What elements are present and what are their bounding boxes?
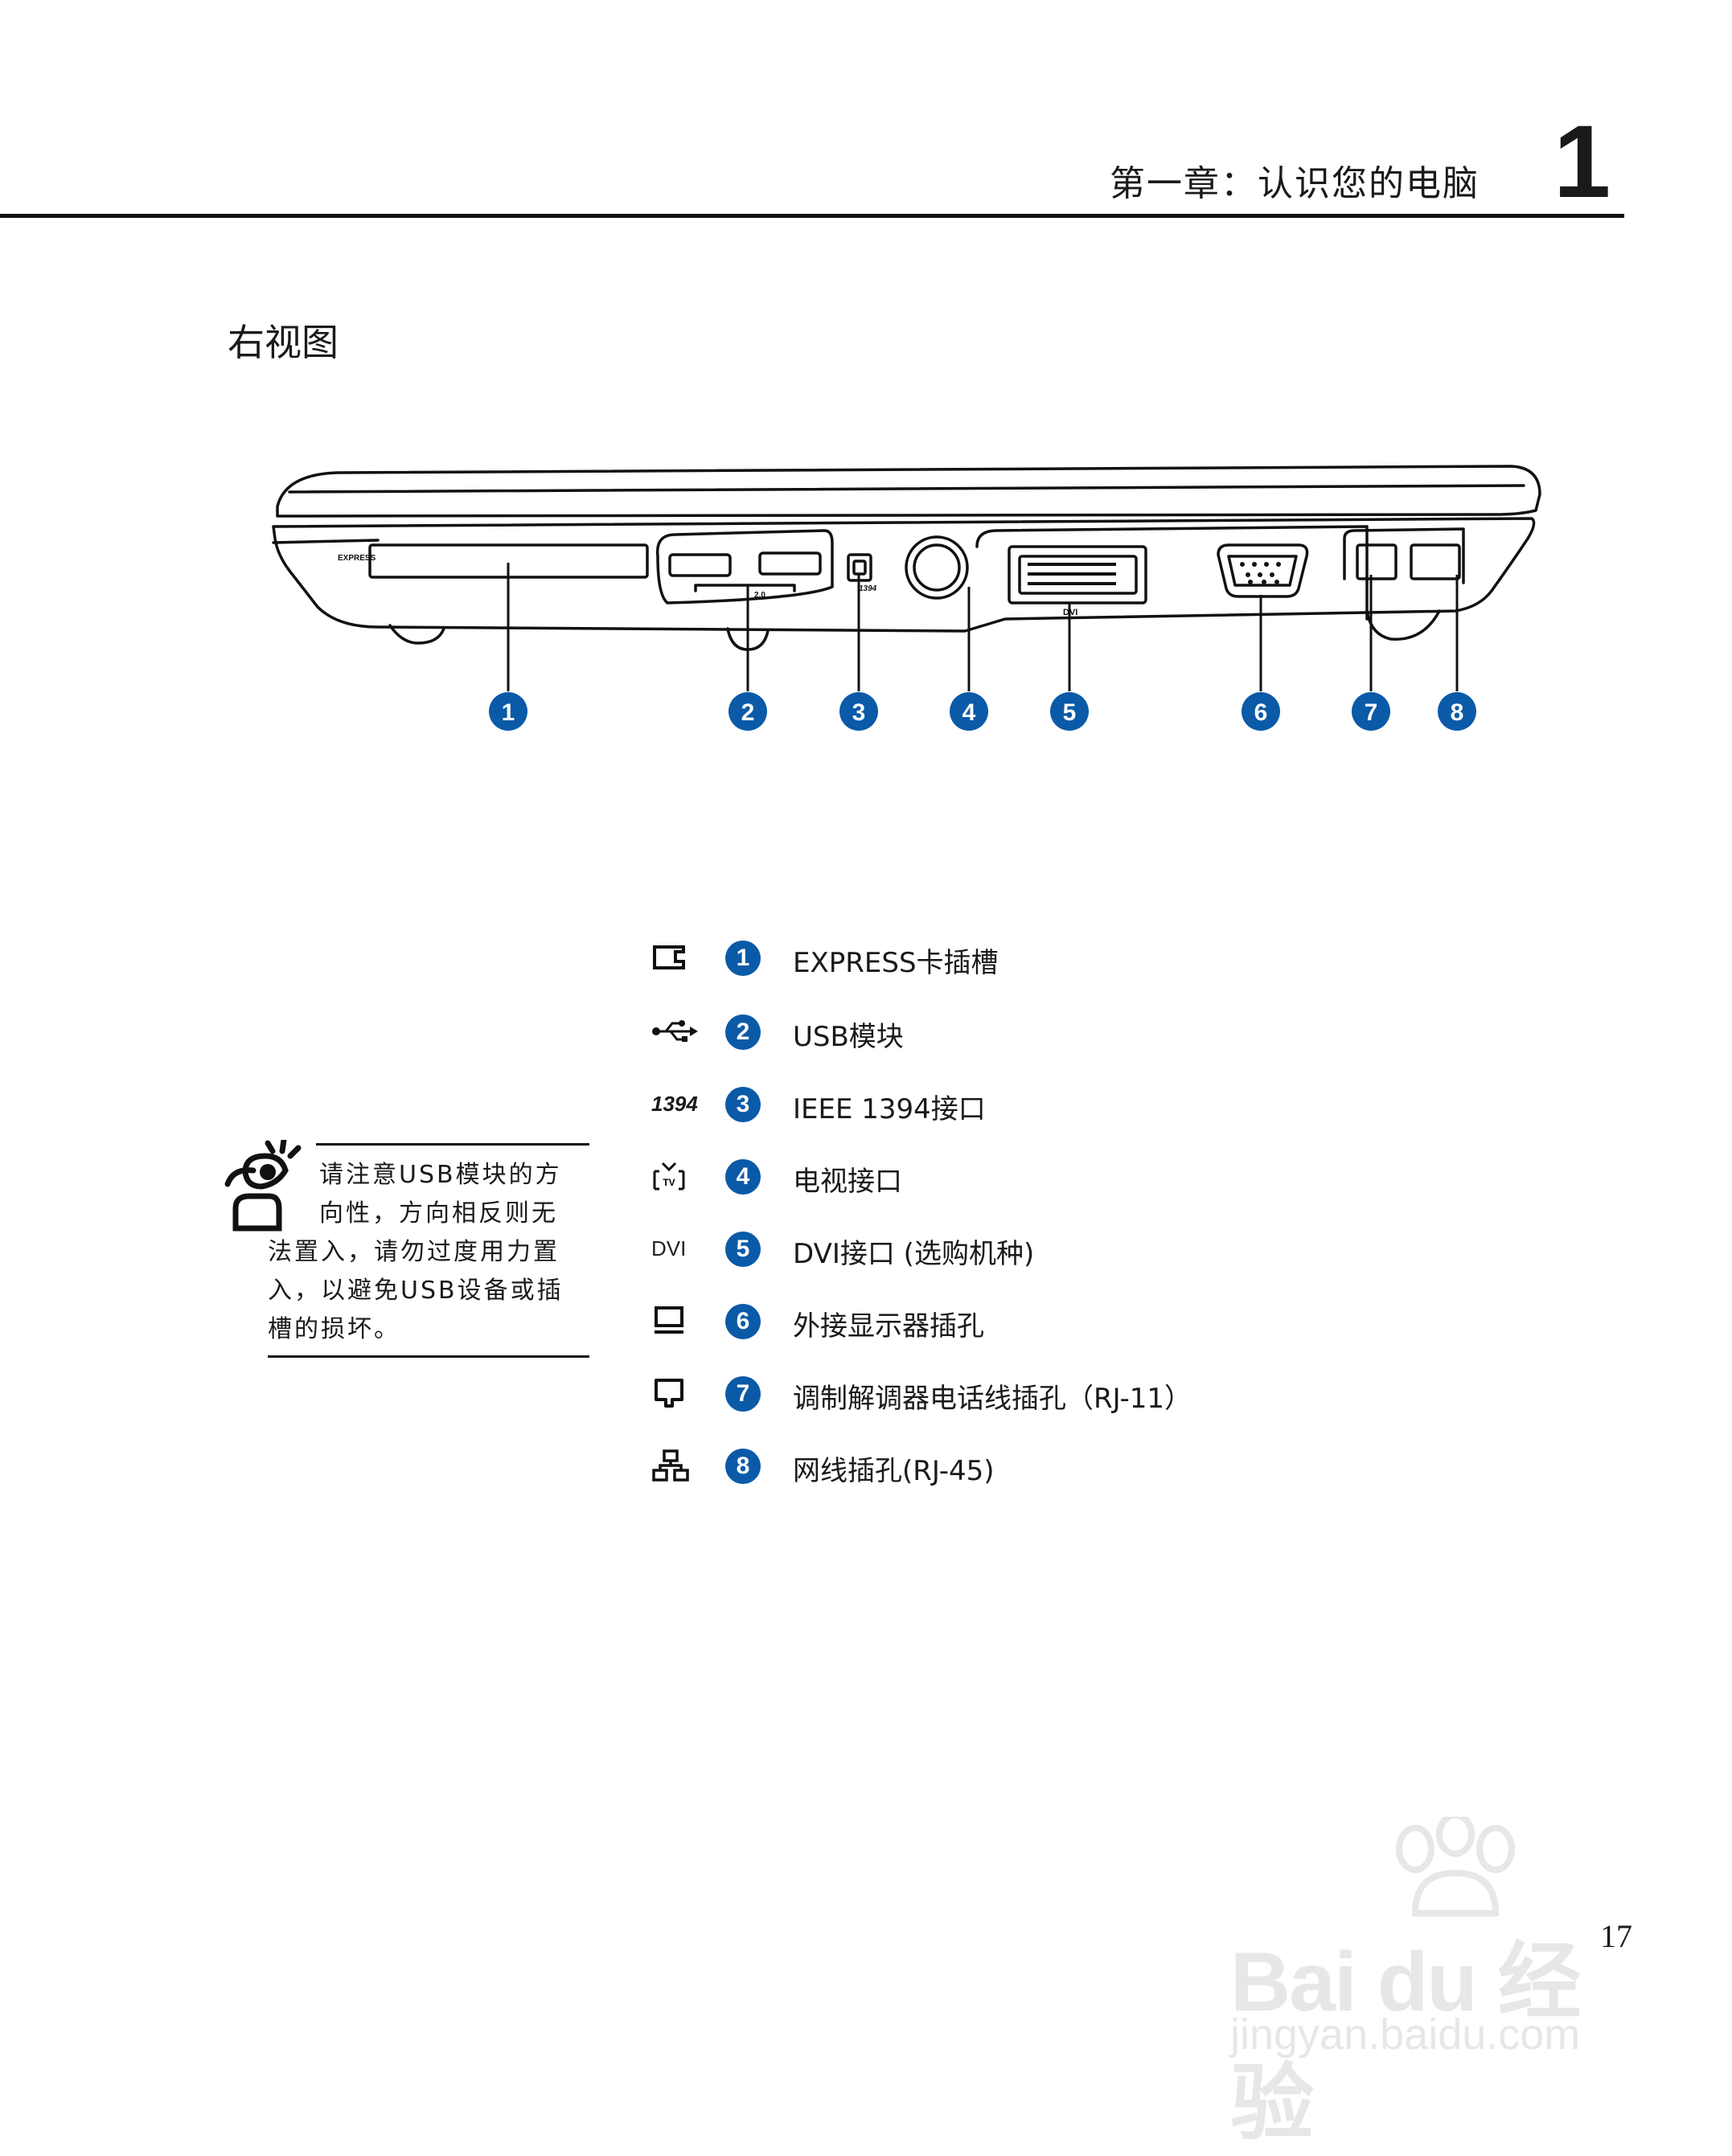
watermark-url: jingyan.baidu.com [1230,2010,1581,2059]
legend-label: DVI接口 (选购机种) [793,1238,1035,1270]
legend-label: 网线插孔(RJ-45) [793,1455,995,1487]
diagram-callout-3 [839,692,878,731]
firewire-label: 1394 [859,584,877,593]
legend-item: 7 调制解调器电话线插孔（RJ-11） [651,1368,1616,1424]
usb-icon [651,1011,700,1051]
baidu-watermark: Bai du 经验 jingyan.baidu.com [1206,1817,1656,2150]
legend-label: 外接显示器插孔 [793,1310,984,1342]
diagram-callout-label: 2 [741,699,755,726]
diagram-callout-label: 5 [1063,699,1077,726]
legend-item: TV 4 电视接口 [651,1151,1616,1207]
express-card-icon [651,937,700,978]
diagram-callout-label: 6 [1254,699,1268,726]
legend-item: 1 EXPRESS卡插槽 [651,932,1616,989]
usb-label: 2.0 [754,591,765,600]
chapter-number: 1 [1553,105,1611,219]
diagram-callout-label: 1 [502,699,515,726]
callout-badge: 8 [725,1449,761,1484]
note-text: 请注意USB模块的方 向性，方向相反则无 法置入，请勿过度用力置入，以避免USB… [268,1156,589,1349]
diagram-callout-7 [1352,692,1390,731]
note-line: 请注意USB模块的方 [319,1161,562,1189]
diagram-callout-5 [1050,692,1089,731]
section-title: 右视图 [228,321,339,364]
legend-item: 8 网线插孔(RJ-45) [651,1441,1616,1497]
legend-label: USB模块 [793,1021,904,1053]
diagram-callout-2 [729,692,767,731]
dvi-icon: DVI [651,1236,687,1260]
legend-item: 2 USB模块 [651,1006,1616,1063]
caution-eye-icon [224,1140,302,1232]
diagram-callout-1 [489,692,527,731]
tv-icon: TV [651,1156,700,1196]
note-rule-bottom [268,1355,589,1358]
callout-badge: 6 [725,1304,761,1339]
legend-item: 6 外接显示器插孔 [651,1296,1616,1352]
diagram-callout-label: 8 [1451,699,1464,726]
diagram-callout-label: 3 [852,699,866,726]
diagram-callout-label: 4 [962,699,976,726]
legend-item: DVI 5 DVI接口 (选购机种) [651,1224,1616,1280]
legend-label: 电视接口 [793,1166,902,1198]
diagram-callout-6 [1242,692,1280,731]
callout-badge: 1 [725,941,761,976]
svg-text:TV: TV [663,1177,675,1188]
legend-label: 调制解调器电话线插孔（RJ-11） [793,1383,1192,1415]
legend-label: EXPRESS卡插槽 [793,947,999,979]
diagram-callout-8 [1438,692,1476,731]
page-number: 17 [1600,1918,1632,1954]
note-rule-top [316,1143,589,1146]
callout-badge: 5 [725,1232,761,1267]
monitor-icon [651,1301,700,1341]
paw-logo-icon [1396,1817,1515,1916]
diagram-callout-label: 7 [1365,699,1378,726]
network-icon [651,1445,700,1486]
callout-badge: 7 [725,1376,761,1412]
chapter-header: 第一章：认识您的电脑 [1110,163,1480,204]
note-line: 向性，方向相反则无 [319,1199,558,1228]
diagram-callout-4 [950,692,988,731]
legend-item: 1394 3 IEEE 1394接口 [651,1079,1616,1135]
note-line: 法置入，请勿过度用力置入，以避免USB设备或插槽的损坏。 [268,1238,564,1343]
callout-badge: 3 [725,1087,761,1122]
caution-note: 请注意USB模块的方 向性，方向相反则无 法置入，请勿过度用力置入，以避免USB… [221,1140,591,1365]
express-label: EXPRESS [338,554,376,563]
callout-badge: 4 [725,1159,761,1195]
callout-badge: 2 [725,1014,761,1050]
legend-label: IEEE 1394接口 [793,1093,986,1125]
header-rule [0,214,1624,218]
ieee1394-icon: 1394 [651,1091,698,1116]
modem-icon [651,1373,700,1413]
